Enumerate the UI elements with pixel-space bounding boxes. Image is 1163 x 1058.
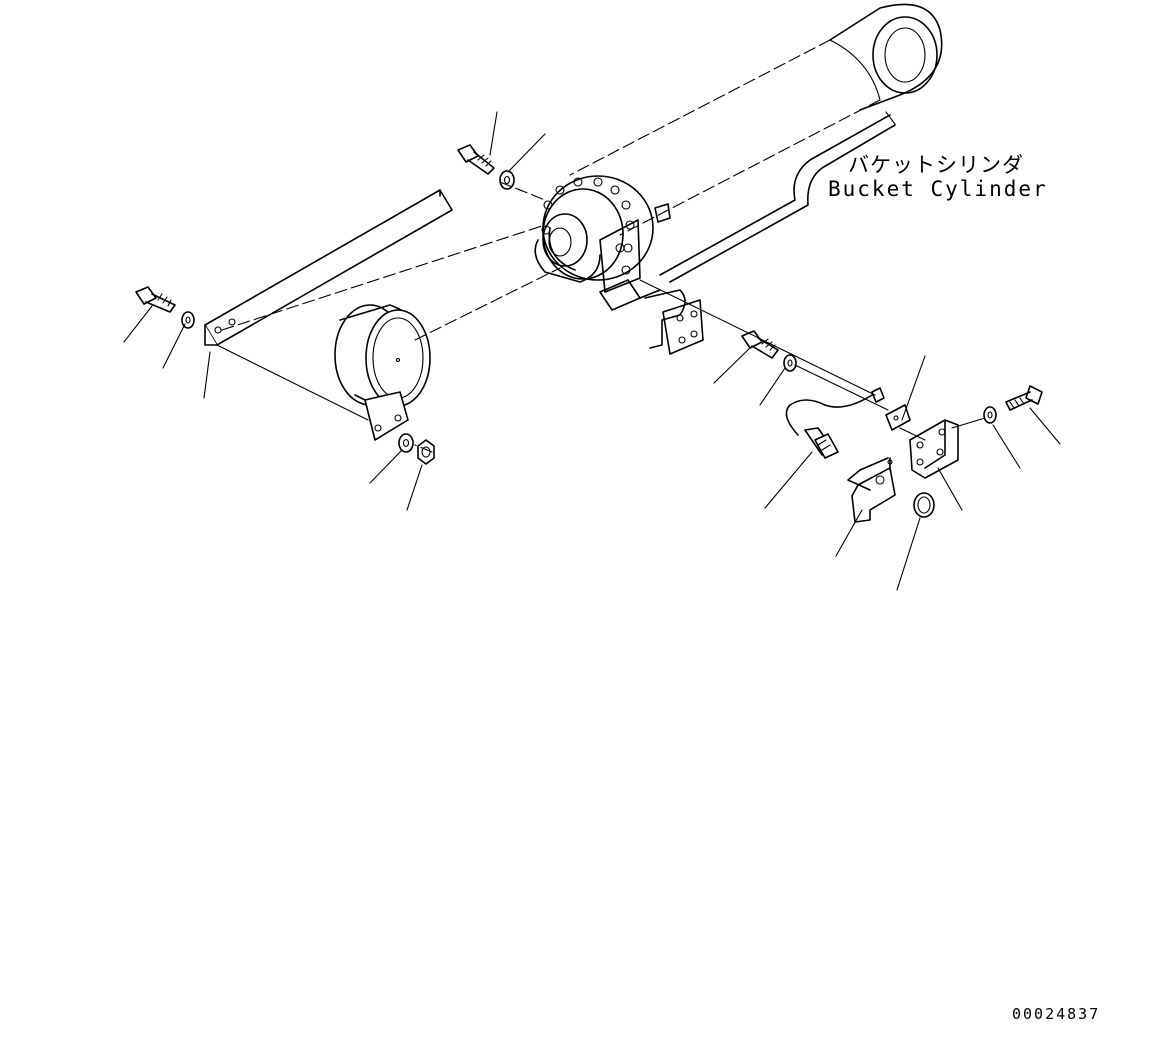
leader-lines <box>216 279 986 441</box>
cover-can <box>334 304 431 441</box>
washer-upper <box>499 170 515 190</box>
assembly-lines <box>221 181 561 453</box>
bolt-upper <box>457 144 495 175</box>
washer-middle <box>783 354 797 372</box>
angle-bracket <box>204 189 453 346</box>
bucket-cylinder-label-en: Bucket Cylinder <box>828 177 1048 201</box>
callout-lines <box>123 111 1061 591</box>
sensor-plate <box>847 457 896 523</box>
bucket-cylinder <box>534 3 943 355</box>
drawing-number: 00024837 <box>1012 1005 1100 1023</box>
washer-lower <box>398 433 414 453</box>
cable-clip <box>885 404 911 431</box>
bucket-cylinder-label-ja: バケットシリンダ <box>848 153 1024 177</box>
bolt-right <box>1005 385 1043 411</box>
proximity-sensor <box>785 394 873 459</box>
bolt-middle <box>741 330 779 359</box>
snap-ring <box>913 492 935 518</box>
nut-lower <box>417 439 435 465</box>
sensor-bracket <box>909 419 959 479</box>
connector <box>871 387 885 403</box>
bolt-left <box>135 286 176 313</box>
washer-right <box>983 406 997 424</box>
